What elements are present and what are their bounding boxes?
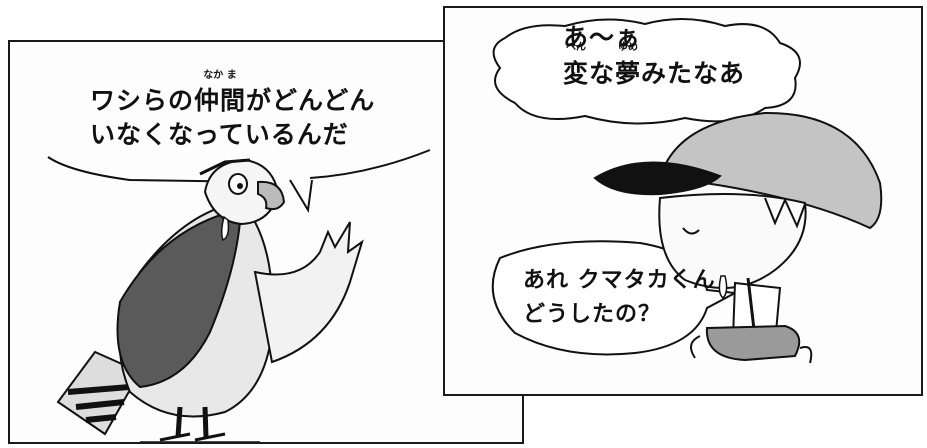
thought-cloud <box>492 18 801 125</box>
boy-eye <box>682 227 700 235</box>
speech-segment: がどんどん <box>246 86 376 115</box>
drool-drop <box>718 275 728 300</box>
ruby-base: 夢 <box>615 59 642 88</box>
thought-segment: みたなあ <box>641 59 746 88</box>
hawk-speech-line-1: ワシらのなか ま仲間がどんどん <box>90 70 376 118</box>
boy-speech-text: あれ クマタカくん どうしたの？ <box>523 264 716 332</box>
hawk-wing <box>116 210 242 389</box>
boy-shorts <box>705 324 801 362</box>
sweat-drop <box>220 215 230 241</box>
thought-segment: な <box>589 59 616 88</box>
thought-line-1: あ〜ぁ <box>563 23 642 52</box>
cap-visor <box>593 161 722 196</box>
ruby-base: 変 <box>563 59 590 88</box>
boy-face <box>658 193 807 289</box>
thought-line-2: へん変なゆめ夢みたなあ <box>563 42 746 92</box>
hawk-speech-text: ワシらのなか ま仲間がどんどん いなくなっているんだ <box>90 70 376 152</box>
hawk-raised-wing <box>253 221 364 364</box>
ruby-word: なか ま仲間 <box>194 70 247 118</box>
ruby-word: ゆめ夢 <box>615 42 642 92</box>
boy-speech-line-1: あれ クマタカくん <box>523 268 716 293</box>
left-comic-panel: ワシらのなか ま仲間がどんどん いなくなっているんだ <box>8 40 524 444</box>
boy-illustration <box>491 18 883 364</box>
hawk-speech-line-2: いなくなっているんだ <box>90 120 349 149</box>
hawk-illustration <box>47 149 431 442</box>
speech-segment: ワシらの <box>90 86 195 115</box>
speech-bubble-tail <box>289 179 313 213</box>
ruby-reading: なか ま <box>203 70 237 81</box>
ruby-reading: へん <box>566 42 586 53</box>
ruby-base: 仲間 <box>194 86 247 115</box>
ruby-word: へん変 <box>563 42 590 92</box>
speech-bubble-right-line <box>309 149 431 179</box>
speech-bubble-left-line <box>47 156 261 183</box>
boy-speech-line-2: どうしたの？ <box>523 302 662 327</box>
thought-text: あ〜ぁ へん変なゆめ夢みたなあ <box>563 20 745 92</box>
ruby-reading: ゆめ <box>618 42 639 53</box>
right-comic-panel: あ〜ぁ へん変なゆめ夢みたなあ あれ クマタカくん どうしたの？ <box>443 6 923 396</box>
hawk-beak <box>257 180 286 211</box>
